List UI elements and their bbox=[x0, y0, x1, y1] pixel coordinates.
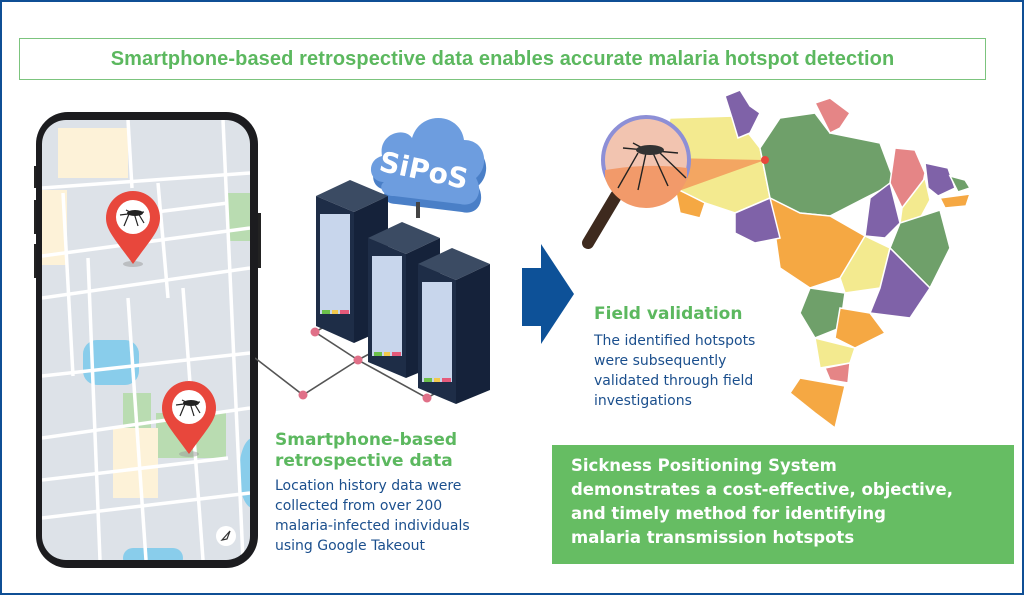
title-text: Smartphone-based retrospective data enab… bbox=[110, 47, 895, 70]
map-region bbox=[813, 97, 852, 135]
network-node bbox=[422, 393, 432, 403]
step2-heading: Field validation bbox=[594, 304, 743, 324]
hotspot-dot bbox=[761, 156, 769, 164]
network-node bbox=[353, 355, 363, 365]
map-region bbox=[734, 196, 781, 244]
conclusion-line: and timely method for identifying bbox=[571, 504, 886, 523]
brazil-map-icon bbox=[659, 89, 972, 430]
step1-heading-line: Smartphone-based bbox=[275, 430, 458, 450]
conclusion-line: demonstrates a cost-effective, objective… bbox=[571, 480, 954, 499]
map-region bbox=[899, 176, 931, 229]
conclusion-box: Sickness Positioning System demonstrates… bbox=[552, 445, 1014, 564]
step1-text: Smartphone-based retrospective data Loca… bbox=[275, 430, 545, 556]
map-pin-mosquito-icon bbox=[162, 381, 216, 457]
step2-body-line: The identified hotspots bbox=[594, 333, 756, 349]
map-region bbox=[864, 181, 901, 239]
network-node bbox=[298, 390, 308, 400]
step1-body-line: using Google Takeout bbox=[275, 538, 426, 554]
map-region bbox=[924, 162, 956, 197]
map-region bbox=[839, 235, 891, 294]
conclusion-line: Sickness Positioning System bbox=[571, 456, 837, 475]
phone-side-button bbox=[256, 213, 261, 268]
magnifying-glass-icon bbox=[582, 115, 769, 249]
step2-body-line: investigations bbox=[594, 393, 692, 409]
step1-heading: Smartphone-based retrospective data bbox=[275, 430, 545, 472]
server-rack-group bbox=[316, 180, 490, 404]
map-region bbox=[724, 89, 761, 140]
step2-body-line: validated through field bbox=[594, 373, 754, 389]
map-region bbox=[823, 362, 851, 384]
title-banner: Smartphone-based retrospective data enab… bbox=[19, 38, 986, 80]
map-region bbox=[938, 193, 972, 209]
map-screen bbox=[42, 120, 250, 560]
map-region bbox=[799, 287, 846, 339]
step2-text: Field validation The identified hotspots… bbox=[594, 304, 824, 411]
server-rack-icon bbox=[418, 248, 490, 404]
map-region bbox=[759, 112, 896, 217]
map-region bbox=[788, 377, 846, 430]
smartphone-map-icon bbox=[34, 112, 261, 568]
step1-body: Location history data were collected fro… bbox=[275, 476, 545, 556]
network-node bbox=[310, 327, 320, 337]
step1-heading-line: retrospective data bbox=[275, 451, 453, 471]
right-arrow-icon bbox=[522, 244, 574, 344]
navigation-arrow-icon bbox=[220, 530, 231, 541]
step2-body: The identified hotspots were subsequentl… bbox=[594, 331, 824, 411]
map-pin-mosquito-icon bbox=[106, 191, 160, 267]
conclusion-line: malaria transmission hotspots bbox=[571, 528, 855, 547]
map-region bbox=[673, 186, 706, 219]
step2-body-line: were subsequently bbox=[594, 353, 727, 369]
step1-body-line: malaria-infected individuals bbox=[275, 518, 470, 534]
cloud-icon: SiPoS bbox=[370, 117, 487, 218]
map-lake bbox=[83, 340, 139, 385]
step1-body-line: collected from over 200 bbox=[275, 498, 443, 514]
map-region bbox=[948, 174, 972, 193]
map-region bbox=[834, 307, 887, 349]
step1-body-line: Location history data were bbox=[275, 478, 462, 494]
